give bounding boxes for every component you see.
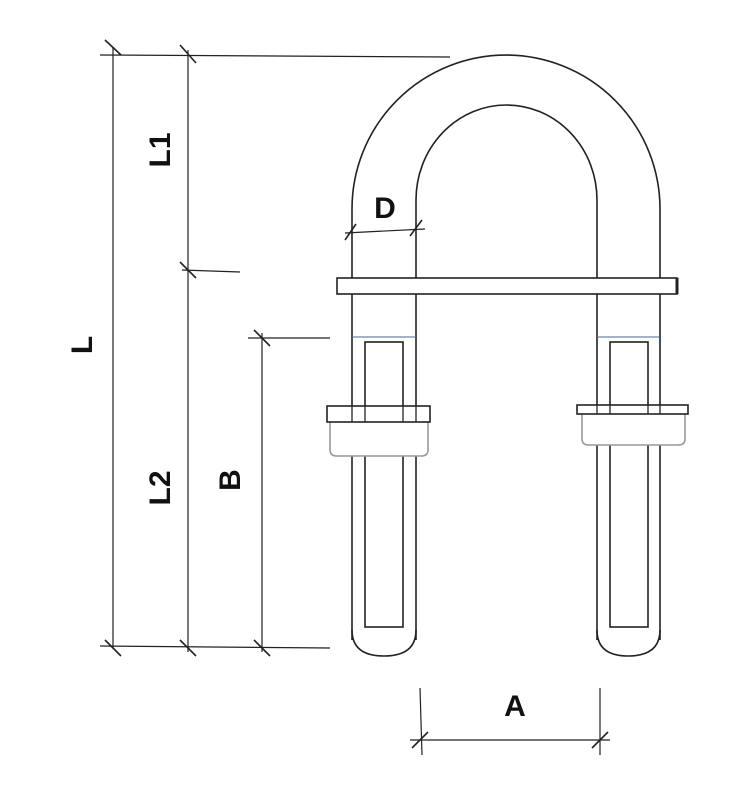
left-thread (364, 341, 404, 628)
right-leg-end (596, 629, 661, 657)
dim-D (344, 228, 426, 234)
right-nut (581, 414, 686, 446)
left-washer (326, 405, 431, 423)
left-nut (329, 422, 429, 457)
label-D: D (374, 192, 396, 225)
cross-plate (336, 277, 678, 295)
dimension-lines (99, 39, 610, 756)
label-L1: L1 (144, 132, 177, 167)
u-bolt (326, 54, 689, 657)
label-L2: L2 (144, 470, 177, 505)
bolt-outer-outline (351, 54, 661, 640)
right-washer (576, 404, 689, 415)
right-thread (609, 341, 649, 628)
label-A: A (504, 690, 526, 723)
label-B: B (214, 469, 247, 491)
label-L: L (66, 336, 99, 354)
bolt-inner-outline (415, 104, 598, 640)
left-leg-end (351, 629, 417, 657)
